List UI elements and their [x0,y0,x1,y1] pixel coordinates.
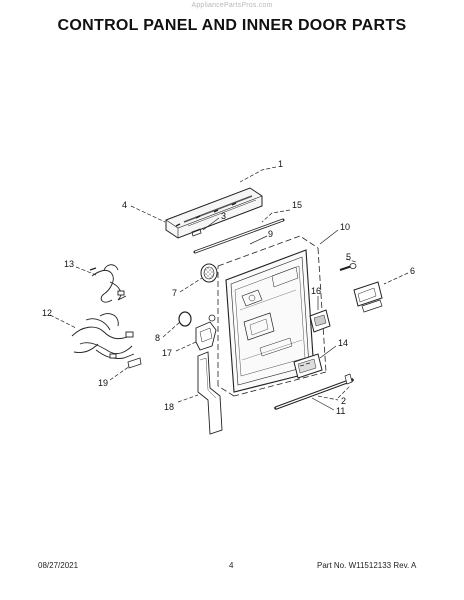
latch [309,309,331,333]
callout-10: 10 [340,222,350,232]
footer-date: 08/27/2021 [38,561,79,570]
bottom-strip [274,373,354,410]
control-panel [165,187,263,239]
wire-harness-upper [89,264,127,303]
callout-4: 4 [122,200,127,210]
hinge-assembly [353,281,383,313]
callout-2: 2 [341,396,346,406]
callout-6: 6 [410,266,415,276]
callout-11: 11 [336,406,345,416]
callout-1: 1 [278,159,283,169]
callout-16: 16 [311,286,321,296]
bracket [195,314,217,351]
footer-part-number: Part No. W11512133 Rev. A [317,561,417,570]
vent-duct [197,351,223,435]
gasket-strip [193,218,285,254]
ring-seal [178,311,192,327]
callout-17: 17 [162,348,172,358]
callout-7: 7 [172,288,177,298]
vent-disc [200,263,218,283]
connector [127,357,142,369]
dispenser [293,353,323,379]
callout-3: 3 [221,211,226,221]
callout-9: 9 [268,229,273,239]
callout-5: 5 [346,252,351,262]
callout-19: 19 [98,378,108,388]
clip-part [191,228,202,237]
callout-12: 12 [42,308,52,318]
wire-harness-lower [71,313,135,359]
door-assembly-outline [217,235,327,397]
leader-lines [49,166,409,411]
callout-14: 14 [338,338,348,348]
screw [339,263,357,271]
callout-8: 8 [155,333,160,343]
callout-13: 13 [64,259,74,269]
callout-labels: 1 2 3 4 5 6 7 8 9 10 11 12 13 14 15 16 1… [42,159,415,416]
inner-door-panel [225,249,315,393]
watermark: AppliancePartsPros.com [191,2,273,9]
callout-15: 15 [292,200,302,210]
page-title: CONTROL PANEL AND INNER DOOR PARTS [57,17,407,34]
callout-18: 18 [164,402,174,412]
footer-page-number: 4 [229,561,234,570]
